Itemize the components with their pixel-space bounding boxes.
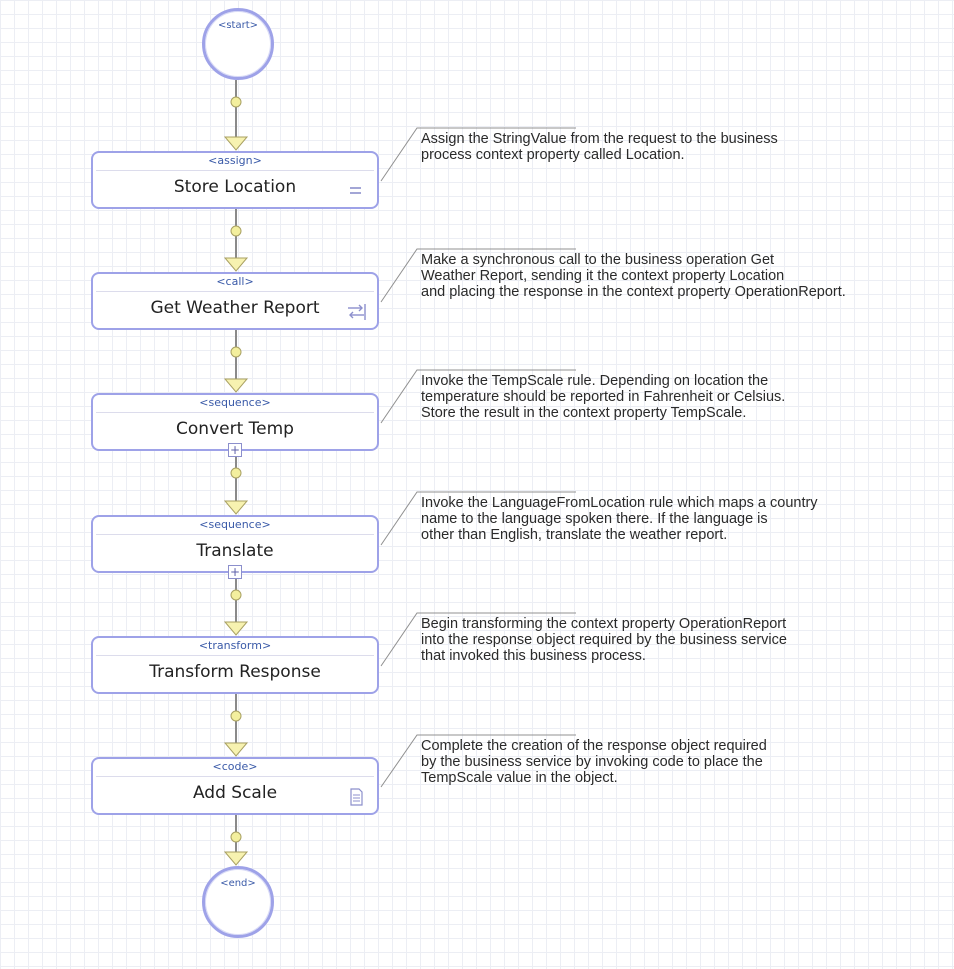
activity-name: Get Weather Report [150,298,320,318]
activity-name: Translate [196,541,274,561]
expand-icon[interactable]: + [228,443,242,457]
annotation-line: Begin transforming the context property … [421,616,787,632]
annotation-callout-line [380,369,576,424]
annotation-line: and placing the response in the context … [421,284,846,300]
annotation-line: Invoke the TempScale rule. Depending on … [421,373,769,389]
code-icon [350,788,363,806]
annotation-line: Store the result in the context property… [421,405,747,421]
activity-type-tag: <assign> [208,154,262,167]
annotation-callout-line [380,491,576,546]
activity-translate[interactable]: <sequence> Translate + [91,515,379,579]
activity-store-location[interactable]: <assign> Store Location [91,151,379,209]
port-dot [230,831,242,843]
annotation-line: name to the language spoken there. If th… [421,511,768,527]
arrow-head [223,742,249,757]
port-dot [230,589,242,601]
start-node[interactable]: <start> [202,8,274,80]
arrow-head [223,378,249,393]
activity-divider [96,170,374,171]
annotation-translate[interactable]: Invoke the LanguageFromLocation rule whi… [421,495,951,543]
annotation-store-location[interactable]: Assign the StringValue from the request … [421,131,951,163]
annotation-line: by the business service by invoking code… [421,754,763,770]
annotation-add-scale[interactable]: Complete the creation of the response ob… [421,738,951,786]
activity-divider [96,412,374,413]
annotation-convert-temp[interactable]: Invoke the TempScale rule. Depending on … [421,373,951,421]
activity-divider [96,655,374,656]
annotation-line: into the response object required by the… [421,632,787,648]
arrow-head [223,257,249,272]
activity-convert-temp[interactable]: <sequence> Convert Temp + [91,393,379,457]
port-dot [230,467,242,479]
activity-get-weather-report[interactable]: <call> Get Weather Report [91,272,379,330]
annotation-line: Weather Report, sending it the context p… [421,268,785,284]
port-dot [230,346,242,358]
annotation-line: Complete the creation of the response ob… [421,738,767,754]
activity-name: Store Location [173,177,297,197]
annotation-callout-line [380,248,576,303]
activity-type-tag: <transform> [198,639,272,652]
arrow-head [223,500,249,515]
call-icon [348,304,366,320]
annotation-line: process context property called Location… [421,147,685,163]
activity-name: Transform Response [149,662,321,682]
activity-divider [96,534,374,535]
activity-transform-response[interactable]: <transform> Transform Response [91,636,379,694]
port-dot [230,710,242,722]
expand-icon[interactable]: + [228,565,242,579]
arrow-head [223,621,249,636]
activity-name: Add Scale [192,783,278,803]
end-node[interactable]: <end> [202,866,274,938]
arrow-head [223,136,249,151]
annotation-callout-line [380,734,576,788]
annotation-callout-line [380,127,576,182]
port-dot [230,96,242,108]
activity-add-scale[interactable]: <code> Add Scale [91,757,379,815]
annotation-line: temperature should be reported in Fahren… [421,389,786,405]
arrow-head [223,851,249,866]
annotation-line: TempScale value in the object. [421,770,618,786]
port-dot [230,225,242,237]
activity-divider [96,291,374,292]
annotation-callout-line [380,612,576,667]
activity-type-tag: <code> [212,760,258,773]
annotation-line: Assign the StringValue from the request … [421,131,778,147]
activity-type-tag: <sequence> [199,518,271,531]
annotation-transform-response[interactable]: Begin transforming the context property … [421,616,951,664]
end-node-tag: <end> [220,878,256,889]
activity-type-tag: <call> [216,275,254,288]
activity-name: Convert Temp [176,419,294,439]
assign-icon [350,187,361,194]
activity-divider [96,776,374,777]
annotation-line: other than English, translate the weathe… [421,527,728,543]
start-node-tag: <start> [217,20,259,31]
annotation-line: Make a synchronous call to the business … [421,252,775,268]
activity-type-tag: <sequence> [199,396,271,409]
annotation-line: Invoke the LanguageFromLocation rule whi… [421,495,818,511]
annotation-line: that invoked this business process. [421,648,646,664]
annotation-get-weather-report[interactable]: Make a synchronous call to the business … [421,252,951,300]
